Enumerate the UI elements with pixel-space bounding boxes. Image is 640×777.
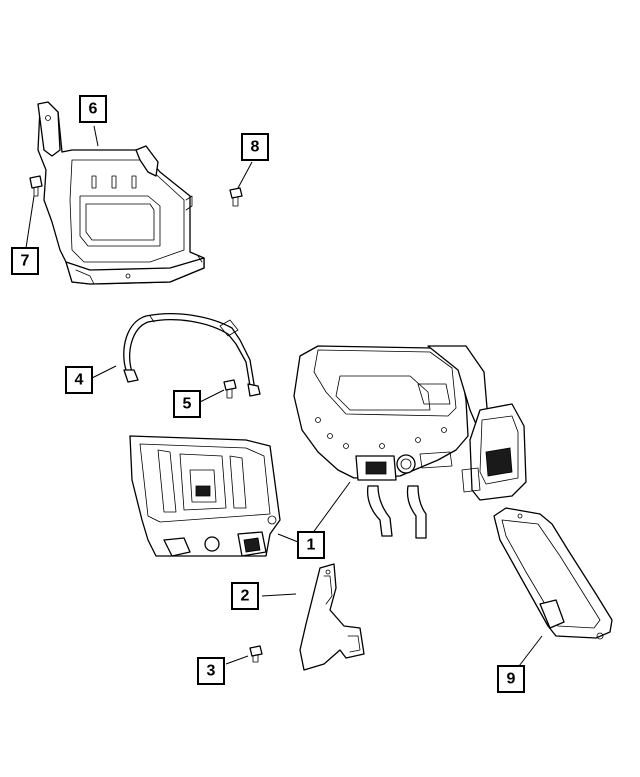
leader-4 [91, 365, 117, 379]
callout-9: 9 [497, 665, 525, 693]
callout-3-label: 3 [207, 663, 216, 680]
leader-3 [225, 655, 249, 665]
leader-1b [311, 481, 351, 535]
leader-2 [261, 593, 297, 597]
bolt-3 [249, 645, 263, 663]
bolt-7 [29, 175, 43, 197]
callout-1: 1 [297, 531, 325, 559]
callout-1-label: 1 [307, 537, 316, 554]
callout-3: 3 [197, 657, 225, 685]
callout-6-label: 6 [89, 101, 98, 118]
callout-2-label: 2 [241, 588, 250, 605]
bolt-5 [223, 379, 237, 399]
callout-9-label: 9 [507, 671, 516, 688]
cable-harness [123, 313, 261, 397]
leader-6 [93, 125, 99, 147]
leader-8 [237, 161, 253, 189]
mounting-tray-bracket [37, 101, 205, 285]
callout-6: 6 [79, 95, 107, 123]
cover-9 [493, 507, 613, 640]
leader-7 [25, 195, 35, 249]
callout-5-label: 5 [183, 396, 192, 413]
callout-8-label: 8 [251, 139, 260, 156]
callout-2: 2 [231, 582, 259, 610]
leader-9 [515, 635, 543, 671]
callout-4-label: 4 [75, 372, 84, 389]
callout-5: 5 [173, 390, 201, 418]
leader-5 [199, 389, 225, 403]
power-inverter-module [293, 345, 527, 539]
callout-7: 7 [11, 247, 39, 275]
callout-7-label: 7 [21, 253, 30, 270]
callout-8: 8 [241, 133, 269, 161]
bolt-8 [229, 187, 243, 207]
mounting-bracket-2 [299, 563, 365, 671]
leader-1a [277, 533, 299, 543]
control-module [129, 435, 281, 557]
callout-4: 4 [65, 366, 93, 394]
